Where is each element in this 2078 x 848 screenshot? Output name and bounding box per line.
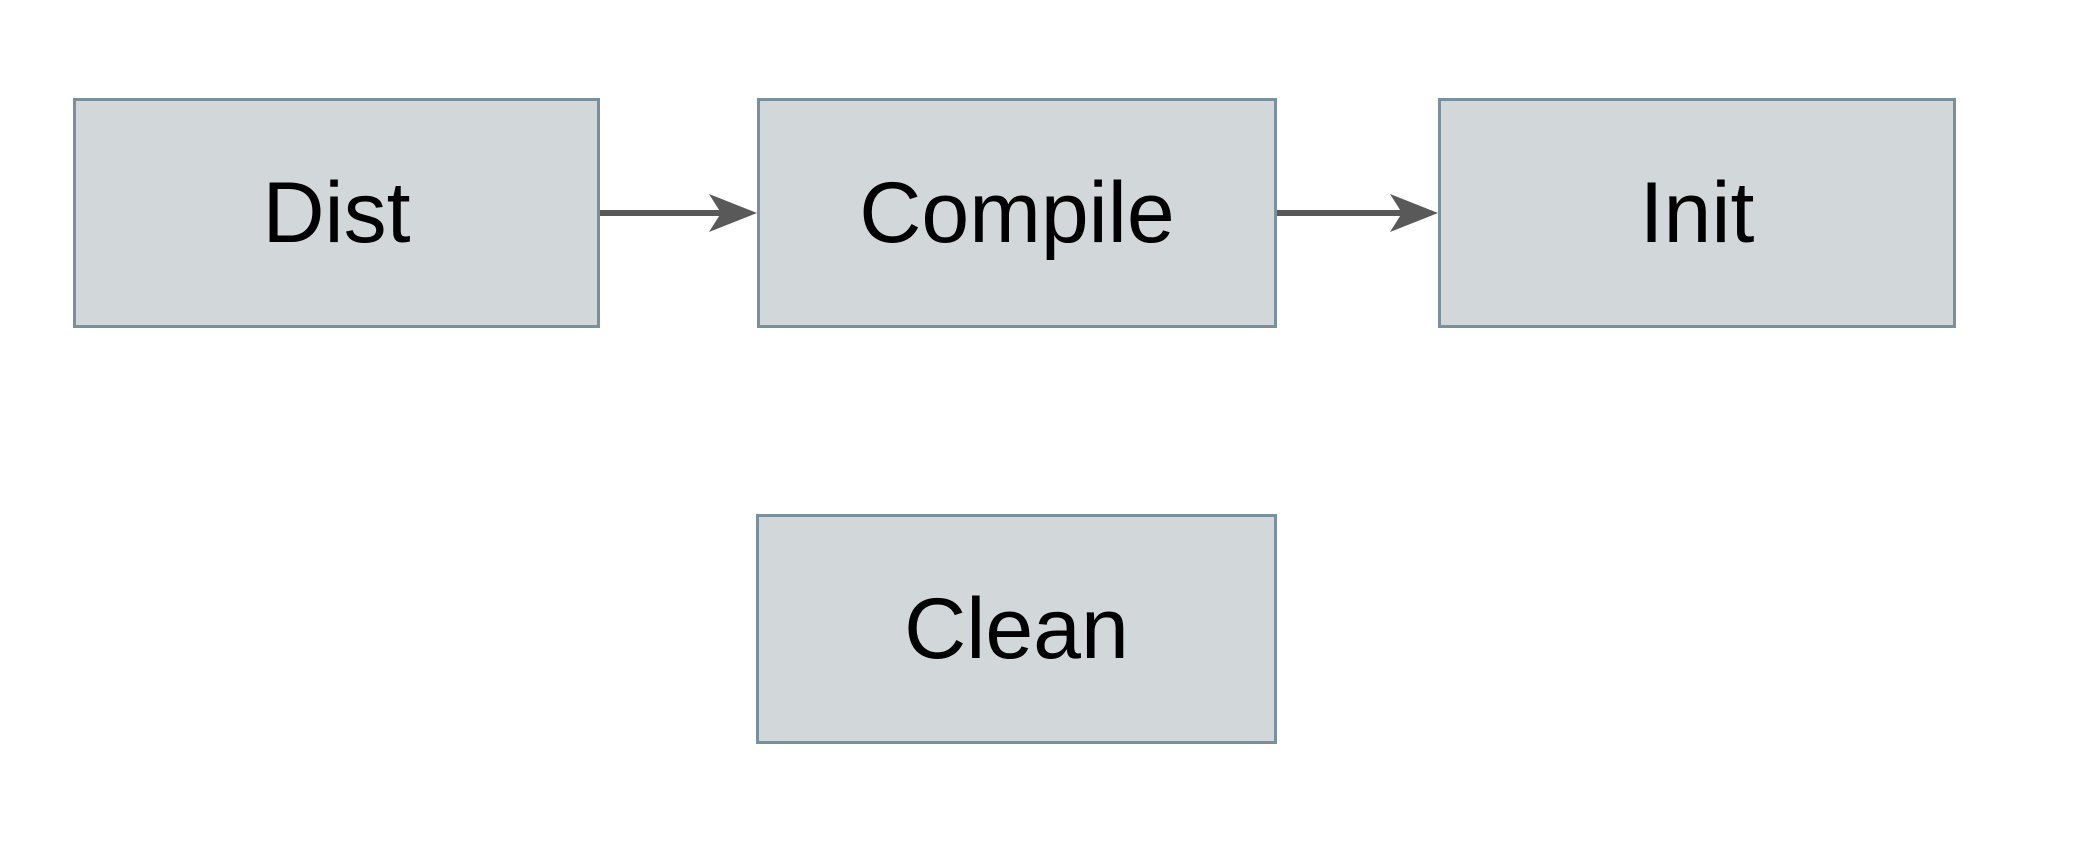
node-init-label: Init [1639,165,1755,261]
node-compile-label: Compile [859,165,1175,261]
node-init: Init [1438,98,1956,328]
arrow-dist-to-compile [600,194,757,232]
node-compile: Compile [757,98,1277,328]
arrow-compile-to-init [1277,194,1438,232]
node-clean-label: Clean [904,581,1129,677]
arrowhead-right-icon [1390,194,1438,232]
node-dist: Dist [73,98,600,328]
node-dist-label: Dist [262,165,411,261]
arrowhead-right-icon [709,194,757,232]
node-clean: Clean [756,514,1277,744]
